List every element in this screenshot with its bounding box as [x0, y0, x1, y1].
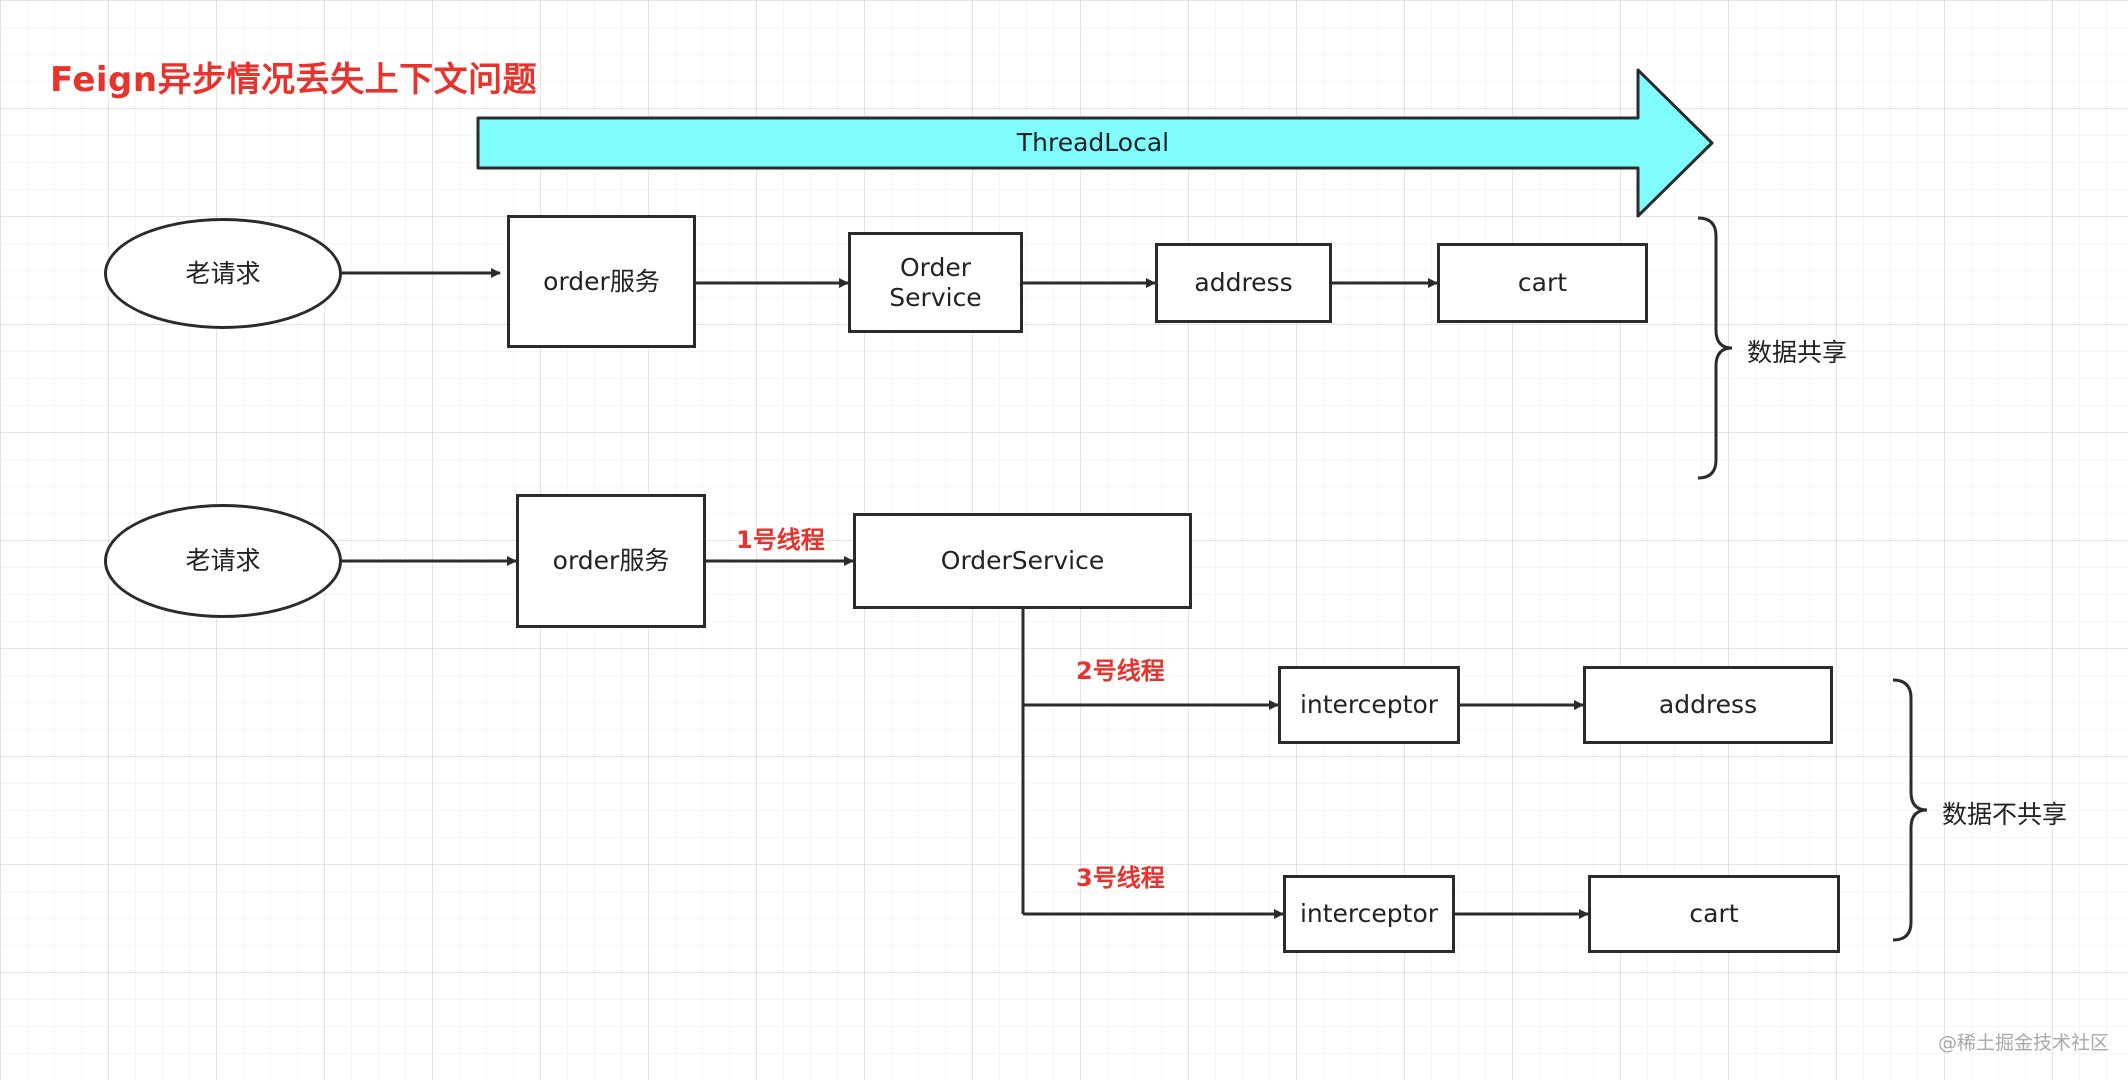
row1-orderservice-node: Order Service: [848, 232, 1023, 333]
row1-brace: [1697, 216, 1733, 480]
row2-brace: [1892, 678, 1928, 942]
row1-shared-data-label: 数据共享: [1747, 338, 1848, 367]
row2-cart-node: cart: [1588, 875, 1840, 953]
row1-order-service-node: order服务: [507, 215, 696, 348]
row2-interceptor-a-node: interceptor: [1278, 666, 1460, 744]
row2-not-shared-data-label: 数据不共享: [1942, 800, 2068, 829]
row1-address-node: address: [1155, 243, 1332, 323]
threadlocal-banner-arrow: [476, 68, 1714, 218]
row2-orderservice-node: OrderService: [853, 513, 1192, 609]
watermark: @稀土掘金技术社区: [1938, 1032, 2110, 1054]
row2-address-node: address: [1583, 666, 1833, 744]
row2-thread1-label: 1号线程: [736, 526, 825, 554]
diagram-title: Feign异步情况丢失上下文问题: [50, 60, 538, 100]
row2-old-request-node: 老请求: [104, 504, 342, 618]
row2-order-service-node: order服务: [516, 494, 706, 628]
row2-interceptor-b-node: interceptor: [1283, 875, 1455, 953]
row2-thread3-label: 3号线程: [1076, 864, 1165, 892]
row1-cart-node: cart: [1437, 243, 1648, 323]
threadlocal-label: ThreadLocal: [1016, 128, 1170, 157]
row1-old-request-node: 老请求: [104, 218, 342, 329]
row2-thread2-label: 2号线程: [1076, 657, 1165, 685]
